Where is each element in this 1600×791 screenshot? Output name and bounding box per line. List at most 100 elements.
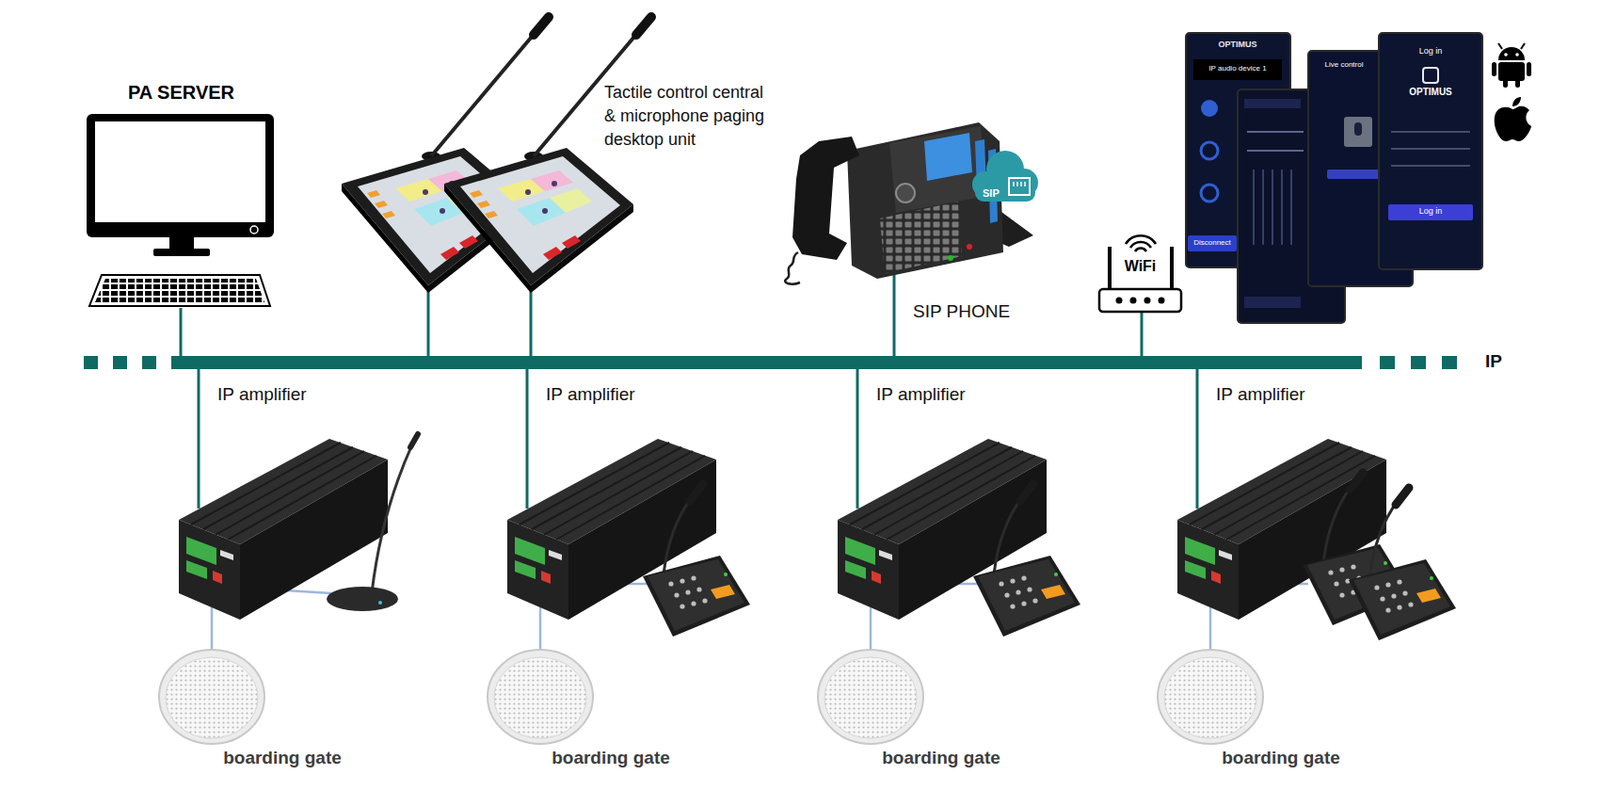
- boarding-gate-speaker: boarding gate: [159, 649, 265, 744]
- microphone-base: [326, 586, 399, 611]
- boarding-gate-speaker: boarding gate: [1157, 649, 1264, 744]
- app-screen: [1378, 32, 1483, 270]
- bus-dash: [1441, 355, 1457, 369]
- apple-logo: [1494, 96, 1532, 142]
- bus-dash: [1410, 355, 1426, 369]
- control-unit: [444, 16, 652, 293]
- router-led: [1144, 297, 1152, 304]
- router-label: WiFi: [1099, 256, 1182, 275]
- microphone-tile: [1344, 116, 1373, 147]
- control-unit-node: Tactile control central & microphone pag…: [341, 147, 634, 286]
- amplifier-node: IP amplifier: [507, 508, 717, 608]
- app-text: IP audio device 1: [1208, 64, 1266, 74]
- wifi-wave: [1130, 241, 1152, 248]
- device-label: Tactile control central & microphone pag…: [604, 80, 776, 152]
- wifi-wave: [1135, 248, 1147, 252]
- phone-handset: [792, 136, 860, 260]
- app-icon: [1200, 142, 1218, 160]
- boarding-gate-speaker: boarding gate: [817, 649, 924, 744]
- network-link: [427, 285, 431, 356]
- app-icon: [1200, 184, 1218, 202]
- device-header: [1193, 59, 1282, 80]
- device-label: PA SERVER: [86, 80, 276, 104]
- network-link: [179, 307, 183, 356]
- network-link: [197, 368, 201, 509]
- network-link: [869, 607, 873, 650]
- paging-station: [642, 483, 751, 637]
- network-link: [1196, 368, 1200, 509]
- keyboard: [89, 274, 271, 306]
- phone-keypad: [880, 201, 962, 273]
- server-node: PA SERVER: [86, 80, 276, 308]
- pa-server-computer: [86, 113, 274, 306]
- input-field: [1391, 164, 1471, 167]
- input-field: [1391, 130, 1471, 133]
- monitor-base: [153, 248, 210, 256]
- router-led: [1116, 297, 1123, 304]
- input-field: [1391, 147, 1471, 150]
- router-led: [1130, 297, 1137, 304]
- paging-station: [973, 483, 1081, 637]
- app-text: Live control: [1325, 60, 1364, 70]
- network-link: [210, 607, 214, 650]
- amplifier-label: IP amplifier: [1216, 384, 1306, 406]
- ethernet-pins: [1013, 181, 1025, 187]
- status-led: [378, 600, 383, 605]
- network-link: [856, 368, 860, 509]
- bus-dash: [112, 355, 128, 369]
- ceiling-speaker: [487, 649, 593, 744]
- android-leg: [1503, 79, 1508, 88]
- bus-dash: [1379, 355, 1395, 369]
- navigation-key: [896, 183, 915, 203]
- wifi-wave: [1125, 235, 1156, 244]
- zone-label: boarding gate: [223, 747, 342, 769]
- app-button: [1244, 296, 1301, 308]
- logo-mark: [1423, 67, 1439, 83]
- app-text: Log in: [1419, 46, 1443, 57]
- router-body: [1099, 288, 1182, 312]
- amplifier-node: IP amplifier: [837, 508, 1047, 608]
- ip-bus: IP: [171, 355, 1362, 369]
- android-head: [1498, 47, 1525, 61]
- phone-panel: [889, 126, 987, 213]
- app-logo-text: OPTIMUS: [1217, 39, 1257, 50]
- android-eye: [1515, 52, 1520, 57]
- apple-body: [1494, 106, 1532, 142]
- android-logo: [1491, 43, 1532, 88]
- network-link: [529, 285, 533, 356]
- network-label: IP: [1485, 351, 1503, 373]
- paging-station: [1348, 487, 1456, 640]
- app-tab: [1244, 98, 1301, 109]
- phone-display: [924, 132, 973, 181]
- amplifier-label: IP amplifier: [876, 384, 966, 406]
- app-icon: [1200, 99, 1218, 117]
- android-leg: [1515, 79, 1520, 88]
- amplifier-label: IP amplifier: [217, 384, 307, 406]
- amplifier-node: IP amplifier: [178, 508, 388, 608]
- app-logo-text: OPTIMUS: [1408, 86, 1453, 98]
- device-label: SIP PHONE: [912, 301, 1010, 323]
- bus-dash: [142, 355, 157, 369]
- android-body: [1498, 62, 1525, 81]
- network-link: [1209, 607, 1213, 650]
- phone-screen: [1378, 32, 1483, 270]
- phone-button: [947, 255, 954, 261]
- gooseneck: [371, 444, 413, 593]
- android-arm: [1526, 62, 1532, 77]
- router-led: [1158, 297, 1166, 304]
- app-slider: [1247, 130, 1304, 133]
- monitor-frame: [86, 113, 274, 238]
- sip-phone-illustration: [784, 122, 1034, 285]
- ethernet-port: [1008, 177, 1030, 195]
- microphone-head: [410, 433, 418, 448]
- badge-text: SIP: [982, 187, 1000, 200]
- zone-label: boarding gate: [551, 747, 671, 769]
- sip-cloud-badge: [972, 150, 1039, 202]
- router-antenna: [1107, 246, 1112, 289]
- keyboard-keys: [95, 278, 265, 303]
- android-antenna: [1498, 43, 1503, 49]
- apple-leaf: [1512, 96, 1521, 107]
- ceiling-speaker: [1157, 649, 1264, 744]
- handset-cord: [784, 252, 800, 285]
